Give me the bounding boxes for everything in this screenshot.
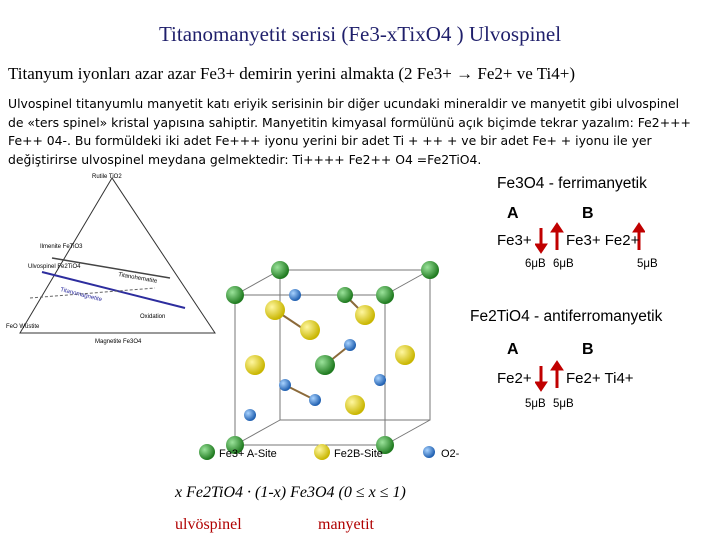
oxygen-atom: [374, 374, 386, 386]
antiferro-moment-1: 5μB: [525, 398, 546, 410]
label-ulvospinel: Ulvospinel Fe2TiO4: [28, 264, 81, 270]
legend-a-site-label: Fe3+ A-Site: [219, 448, 277, 460]
crystal-structure: Fe3+ A-Site Fe2B-Site O2-: [199, 261, 460, 460]
label-oxidation: Oxidation: [140, 314, 165, 320]
series-line-1: [41, 271, 186, 309]
antiferro-ion-a: Fe2+: [497, 370, 532, 387]
a-site-atom: [271, 261, 289, 279]
ternary-diagram: Rutile TiO2 Ilmenite FeTiO3 Ulvospinel F…: [6, 174, 216, 345]
legend-b-site-swatch: [314, 444, 330, 460]
paragraph-line-2: de «ters spinel» kristal yapısına sahipt…: [8, 114, 691, 130]
antiferro-moment-2: 5μB: [553, 398, 574, 410]
label-wustite: FeO Wüstite: [6, 324, 40, 330]
ferrimagnetic-formula: Fe3O4 - ferrimanyetik: [497, 175, 647, 192]
a-site-atom: [376, 286, 394, 304]
ferri-moment-2: 6μB: [553, 258, 574, 270]
b-site-atom: [345, 395, 365, 415]
body-paragraph: Ulvospinel titanyumlu manyetit katı eriy…: [8, 95, 716, 169]
ferri-ion-b: Fe3+ Fe2+: [566, 232, 640, 249]
a-site-atom: [376, 436, 394, 454]
legend-b-site-label: Fe2B-Site: [334, 448, 383, 460]
subtitle: Titanyum iyonları azar azar Fe3+ demirin…: [8, 64, 575, 83]
b-site-atom: [395, 345, 415, 365]
a-site-atom: [226, 286, 244, 304]
ferri-site-b: B: [582, 205, 594, 222]
ferri-ion-a: Fe3+: [497, 232, 532, 249]
ferri-spin-arrows: [535, 222, 645, 254]
oxygen-atom: [344, 339, 356, 351]
b-site-atom: [245, 355, 265, 375]
page-title: Titanomanyetit serisi (Fe3-xTixO4 ) Ulvo…: [158, 22, 562, 46]
a-site-atom: [226, 436, 244, 454]
end-member-magnetite: manyetit: [318, 516, 374, 533]
ferri-moment-3: 5μB: [637, 258, 658, 270]
oxygen-atom: [279, 379, 291, 391]
label-titanohematite: Titanohematite: [118, 272, 159, 285]
oxygen-atom: [289, 289, 301, 301]
arrow-up-head: [632, 222, 645, 233]
arrow-up-head: [550, 222, 564, 233]
ferri-moment-1: 6μB: [525, 258, 546, 270]
legend-a-site-swatch: [199, 444, 215, 460]
a-site-atom: [337, 287, 353, 303]
ferri-site-a: A: [507, 205, 519, 222]
tie-line: [29, 287, 156, 299]
antiferro-ion-b: Fe2+ Ti4+: [566, 370, 634, 387]
oxygen-atom: [244, 409, 256, 421]
oxygen-atom: [309, 394, 321, 406]
antiferro-spin-arrows: [535, 360, 564, 392]
a-site-atom: [315, 355, 335, 375]
antiferro-site-b: B: [582, 341, 594, 358]
b-site-atom: [265, 300, 285, 320]
arrow-down-head: [535, 381, 548, 392]
b-site-atom: [355, 305, 375, 325]
series-formula: x Fe2TiO4 · (1-x) Fe3O4 (0 ≤ x ≤ 1): [175, 484, 406, 501]
antiferro-site-a: A: [507, 341, 519, 358]
series-line-2: [51, 257, 171, 279]
a-site-atom: [421, 261, 439, 279]
paragraph-line-3: Fe++ 04-. Bu formüldeki iki adet Fe+++ i…: [8, 133, 652, 148]
legend-oxygen-label: O2-: [441, 448, 460, 460]
label-rutile: Rutile TiO2: [92, 174, 122, 180]
label-magnetite: Magnetite Fe3O4: [95, 339, 142, 345]
arrow-down-head: [535, 243, 548, 254]
b-site-atom: [300, 320, 320, 340]
antiferromagnetic-formula: Fe2TiO4 - antiferromanyetik: [470, 308, 663, 325]
end-member-ulvospinel: ulvöspinel: [175, 516, 242, 533]
paragraph-line-4: değiştirirse ulvospinel meydana gelmekte…: [8, 151, 482, 167]
ternary-triangle: [19, 177, 216, 334]
label-ilmenite: Ilmenite FeTiO3: [40, 244, 83, 250]
legend-oxygen-swatch: [423, 446, 435, 458]
paragraph-line-1: Ulvospinel titanyumlu manyetit katı eriy…: [8, 96, 680, 111]
arrow-up-head: [550, 360, 564, 371]
